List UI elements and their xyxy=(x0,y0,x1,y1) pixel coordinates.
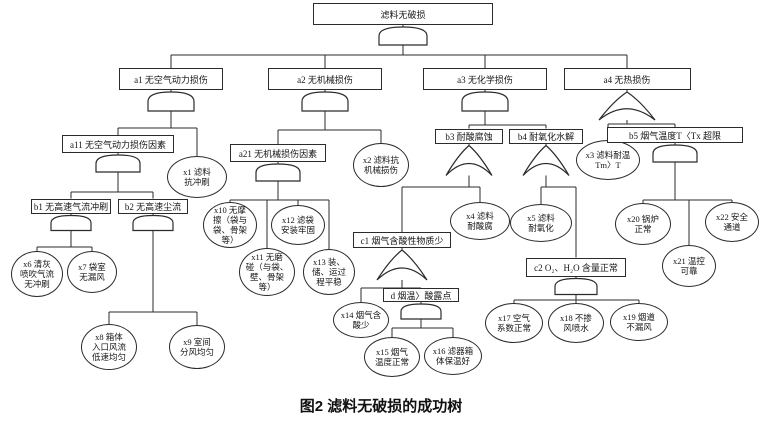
node-x2: x2 滤料抗 机械损伤 xyxy=(353,143,409,187)
node-b2: b2 无高速尘流 xyxy=(118,198,188,214)
node-x17: x17 空气 系数正常 xyxy=(485,303,543,343)
node-a11: a11 无空气动力损伤因素 xyxy=(62,135,174,153)
node-b5: b5 烟气温度T〈Tx 超限 xyxy=(607,127,743,143)
and-gate-icon xyxy=(461,91,509,112)
and-gate-icon xyxy=(554,277,598,296)
node-x5: x5 滤料 耐氧化 xyxy=(510,204,572,242)
node-x20: x20 锅炉 正常 xyxy=(615,203,671,245)
or-gate-icon xyxy=(522,144,570,176)
node-b4: b4 耐氧化水解 xyxy=(509,128,583,144)
and-gate-icon xyxy=(301,91,349,112)
and-gate-icon xyxy=(652,144,698,163)
node-x7: x7 袋室 无漏风 xyxy=(67,251,117,293)
node-x9: x9 室间 分风均匀 xyxy=(169,325,225,369)
node-x3: x3 滤料耐温 Tm〉T xyxy=(576,140,640,180)
and-gate-icon xyxy=(50,214,92,232)
node-top: 滤料无破损 xyxy=(313,3,493,25)
node-x21: x21 温控 可靠 xyxy=(662,245,716,287)
and-gate-icon xyxy=(95,154,141,173)
node-x4: x4 滤料 耐酸腐 xyxy=(450,202,510,240)
node-c2: c2 O₂、H₂O 含量正常 xyxy=(526,257,626,277)
node-x6: x6 清灰 喷吹气流 无冲刷 xyxy=(11,251,63,297)
node-a21: a21 无机械损伤因素 xyxy=(230,144,326,162)
node-a4: a4 无热损伤 xyxy=(563,68,691,90)
node-x15: x15 烟气 温度正常 xyxy=(364,337,420,377)
node-x1: x1 滤料 抗冲刷 xyxy=(167,156,227,198)
node-d: d 烟温〉酸露点 xyxy=(383,288,459,302)
and-gate-icon xyxy=(132,214,174,232)
or-gate-icon xyxy=(598,91,656,121)
node-a2: a2 无机械损伤 xyxy=(268,68,382,90)
and-gate-icon xyxy=(147,91,195,112)
or-gate-icon xyxy=(445,144,493,176)
node-x11: x11 无磨 碰（与袋、 壁、骨架 等） xyxy=(239,248,295,296)
node-b1: b1 无高速气流冲刷 xyxy=(31,198,111,214)
node-x22: x22 安全 通道 xyxy=(705,202,759,242)
node-a1: a1 无空气动力损伤 xyxy=(119,68,223,90)
node-x10: x10 无摩 擦（袋与 袋、骨架 等） xyxy=(203,202,257,248)
node-x19: x19 烟道 不漏风 xyxy=(610,303,668,341)
node-x14: x14 烟气含 酸少 xyxy=(333,302,389,338)
node-b3: b3 耐酸腐蚀 xyxy=(435,128,503,144)
node-x13: x13 装、 储、运过 程平稳 xyxy=(303,249,355,295)
and-gate-icon xyxy=(255,163,301,182)
node-a3: a3 无化学损伤 xyxy=(423,68,547,90)
or-gate-icon xyxy=(376,249,428,281)
figure-caption: 图2 滤料无破损的成功树 xyxy=(299,398,463,415)
node-c1: c1 烟气含酸性物质少 xyxy=(353,232,451,248)
and-gate-icon xyxy=(400,303,442,320)
node-x16: x16 滤器箱 体保温好 xyxy=(424,337,482,375)
and-gate-icon xyxy=(378,26,428,46)
node-x18: x18 不掺 风喷水 xyxy=(548,303,604,343)
node-x8: x8 箱体 入口风流 低速均匀 xyxy=(81,324,137,370)
node-x12: x12 滤袋 安装牢固 xyxy=(271,205,325,245)
